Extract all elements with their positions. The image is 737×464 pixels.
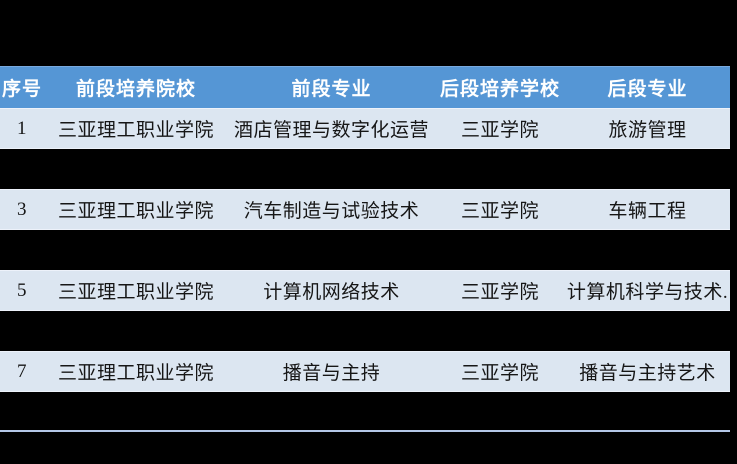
cell-seq: 7 xyxy=(17,360,27,382)
cell-back-major: 车辆工程 xyxy=(608,201,687,222)
cell-front-major: 酒店管理与数字化运营 xyxy=(233,120,429,141)
cell-back-major: 计算机科学与技术. xyxy=(566,282,729,303)
column-header-back-school: 后段培养学校 xyxy=(439,79,560,100)
cell-front-major: 计算机网络技术 xyxy=(263,282,400,303)
cell-front-college: 三亚理工职业学院 xyxy=(57,363,214,384)
bottom-divider-line xyxy=(0,430,730,432)
table-header-row: 序号 前段培养院校 前段专业 后段培养学校 后段专业 xyxy=(0,66,730,108)
cell-back-major: 播音与主持艺术 xyxy=(579,363,716,384)
cell-back-school: 三亚学院 xyxy=(460,363,539,384)
column-header-front-college: 前段培养院校 xyxy=(75,79,196,100)
cell-front-college: 三亚理工职业学院 xyxy=(57,120,214,141)
column-header-back-major: 后段专业 xyxy=(607,79,688,100)
program-articulation-table: 序号 前段培养院校 前段专业 后段培养学校 后段专业 1 三亚理工职业学院 酒店… xyxy=(0,66,730,392)
cell-back-school: 三亚学院 xyxy=(460,282,539,303)
cell-back-major: 旅游管理 xyxy=(608,120,687,141)
cell-front-college: 三亚理工职业学院 xyxy=(57,282,214,303)
column-header-front-major: 前段专业 xyxy=(291,79,372,100)
column-header-seq: 序号 xyxy=(1,79,42,100)
cell-seq: 1 xyxy=(17,117,27,139)
cell-seq: 5 xyxy=(17,279,27,301)
cell-front-major: 播音与主持 xyxy=(282,363,381,384)
table-row: 5 三亚理工职业学院 计算机网络技术 三亚学院 计算机科学与技术. xyxy=(0,270,730,311)
table-row: 7 三亚理工职业学院 播音与主持 三亚学院 播音与主持艺术 xyxy=(0,351,730,392)
cell-front-major: 汽车制造与试验技术 xyxy=(243,201,420,222)
table-row: 3 三亚理工职业学院 汽车制造与试验技术 三亚学院 车辆工程 xyxy=(0,189,730,230)
cell-back-school: 三亚学院 xyxy=(460,120,539,141)
cell-back-school: 三亚学院 xyxy=(460,201,539,222)
cell-front-college: 三亚理工职业学院 xyxy=(57,201,214,222)
table-row: 1 三亚理工职业学院 酒店管理与数字化运营 三亚学院 旅游管理 xyxy=(0,108,730,149)
cell-seq: 3 xyxy=(17,198,27,220)
